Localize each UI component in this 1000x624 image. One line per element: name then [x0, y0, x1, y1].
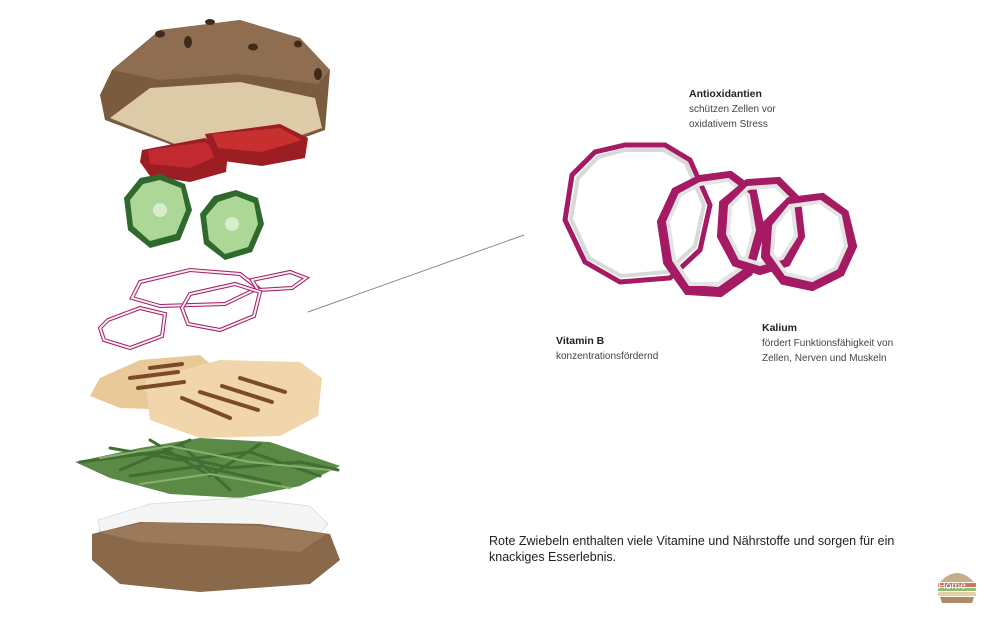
top-bun [100, 19, 330, 150]
text-antioxidantien-1: schützen Zellen vor [689, 104, 776, 115]
bottom-bun [92, 522, 340, 592]
burger-icon [938, 573, 976, 603]
heading-vitamin-b: Vitamin B [556, 335, 605, 347]
cucumber-slices [124, 174, 264, 260]
description-line-2: knackiges Esserlebnis. [489, 550, 617, 564]
connector-line [307, 234, 525, 313]
description-line-1: Rote Zwiebeln enthalten viele Vitamine u… [489, 534, 895, 548]
onion-rings-burger [97, 267, 311, 351]
heading-antioxidantien: Antioxidantien [689, 88, 762, 100]
rucola-leaves [75, 438, 340, 498]
chicken-slices [90, 355, 322, 438]
text-antioxidantien-2: oxidativem Stress [689, 119, 768, 130]
home-label: Home [938, 580, 967, 592]
onion-rings-detail [562, 142, 858, 298]
info-vitamin-b: Vitamin B konzentrationsfördernd [556, 334, 716, 364]
description-text: Rote Zwiebeln enthalten viele Vitamine u… [489, 533, 929, 565]
info-antioxidantien: Antioxidantien schützen Zellen vor oxida… [689, 87, 849, 132]
text-kalium-2: Zellen, Nerven und Muskeln [762, 353, 887, 364]
text-vitamin-b-1: konzentrationsfördernd [556, 351, 659, 362]
text-kalium-1: fördert Funktionsfähigkeit von [762, 338, 894, 349]
home-button[interactable]: Home [935, 566, 979, 604]
tomato-slices [140, 124, 308, 182]
info-kalium: Kalium fördert Funktionsfähigkeit von Ze… [762, 321, 932, 366]
heading-kalium: Kalium [762, 322, 798, 334]
